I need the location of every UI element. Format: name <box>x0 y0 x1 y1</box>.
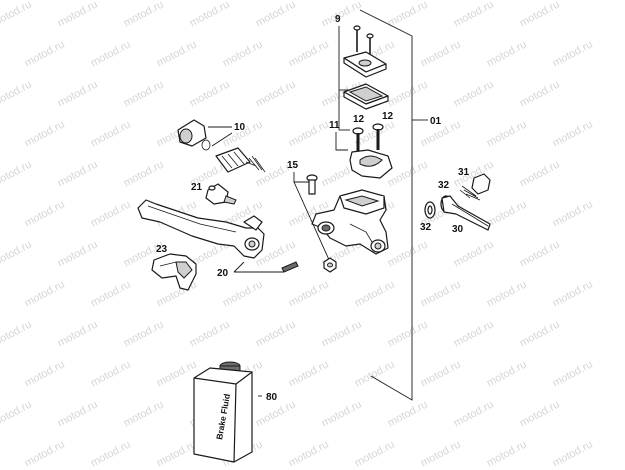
part-23-lever-guard: 23 <box>151 244 197 291</box>
callout-15: 15 <box>287 160 299 171</box>
callout-11: 11 <box>329 120 340 131</box>
callout-01: 01 <box>430 116 442 127</box>
callout-32-bottom: 32 <box>420 222 432 233</box>
master-cylinder-body <box>311 189 389 255</box>
callout-10: 10 <box>234 122 246 133</box>
callout-23: 23 <box>156 244 168 255</box>
callout-80: 80 <box>266 392 278 403</box>
part-10-piston-kit: 10 <box>177 119 266 173</box>
callout-12-left: 12 <box>353 114 365 125</box>
assembly-bracket <box>359 9 413 401</box>
part-21-brake-switch: 21 <box>191 182 237 205</box>
part-15-pivot-bolt: 15 <box>287 160 337 273</box>
part-9-reservoir-cover: 9 <box>335 14 389 131</box>
callout-31: 31 <box>458 167 470 178</box>
callout-32-top: 32 <box>438 180 450 191</box>
part-20-brake-lever: 20 <box>137 199 299 279</box>
callout-12-right: 12 <box>382 111 394 122</box>
callout-20: 20 <box>217 268 229 279</box>
callout-9: 9 <box>335 14 341 25</box>
part-80-brake-fluid-bottle: 80 Brake Fluid <box>193 361 278 463</box>
callout-21: 21 <box>191 182 203 193</box>
part-11-clamp: 11 12 12 <box>329 111 394 179</box>
part-30-brake-hose: 31 32 32 30 <box>420 167 491 235</box>
callout-30: 30 <box>452 224 464 235</box>
